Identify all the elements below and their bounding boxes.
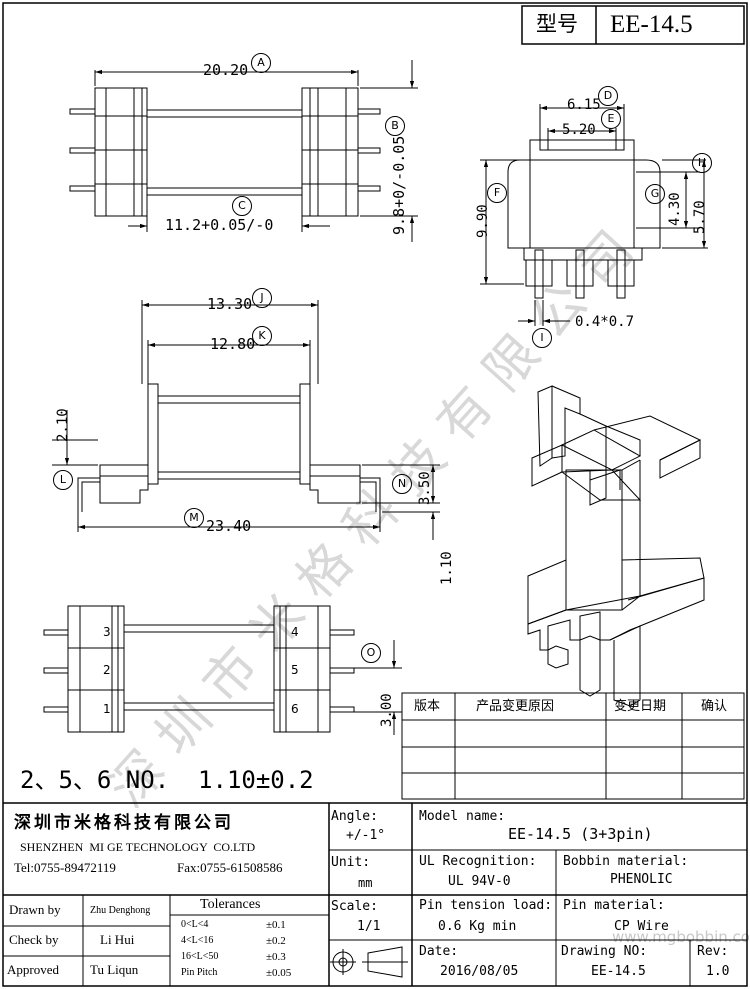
dim-c-value: 11.2+0.05/-0: [165, 216, 274, 234]
letter-k-marker: K: [252, 326, 272, 346]
end-view: [480, 104, 708, 326]
scale-value: 1/1: [357, 919, 381, 934]
top-view: [69, 60, 418, 242]
tolerances-title: Tolerances: [200, 897, 261, 912]
tol-range-4: Pin Pitch: [181, 967, 218, 978]
tol-value-3: ±0.3: [266, 951, 286, 963]
model-label: Model name:: [419, 809, 506, 824]
dim-d-value: 6.15: [567, 97, 601, 113]
letter-j-marker: J: [252, 288, 272, 308]
dim-l-value: 2.10: [55, 408, 71, 442]
letter-n-marker: N: [392, 474, 412, 494]
dim-m-value: 23.40: [206, 517, 252, 535]
dim-g-value: 4.30: [667, 192, 683, 226]
angle-label: Angle:: [331, 809, 378, 824]
letter-e-marker: E: [601, 109, 621, 129]
tol-value-1: ±0.1: [266, 919, 286, 931]
letter-b-marker: B: [385, 116, 405, 136]
type-value: EE-14.5: [610, 11, 693, 38]
pin-tension-value: 0.6 Kg min: [438, 919, 517, 934]
dim-o-value: 3.00: [379, 693, 395, 727]
url-watermark: www.mgbobbin.com: [612, 928, 750, 946]
dim-f-value: 9.90: [475, 204, 491, 238]
drawn-by-label: Drawn by: [9, 902, 61, 917]
side-view: [52, 300, 440, 540]
tol-value-2: ±0.2: [266, 935, 286, 947]
rev-label: Rev:: [697, 944, 729, 959]
dim-k-value: 12.80: [210, 335, 256, 353]
unit-value: mm: [358, 876, 373, 890]
pin-2-label: 2: [103, 663, 111, 677]
date-value: 2016/08/05: [440, 964, 519, 979]
rev-header-reason: 产品变更原因: [476, 699, 555, 714]
approved-label: Approved: [7, 962, 59, 977]
check-by-value: Li Hui: [100, 932, 135, 947]
bottom-view: [43, 605, 402, 735]
dim-a-value: 20.20: [203, 61, 249, 79]
pin-tension-label: Pin tension load:: [419, 898, 553, 913]
letter-g-marker: G: [645, 184, 665, 204]
dim-n-value: 3.50: [417, 471, 433, 505]
tol-value-4: ±0.05: [266, 967, 292, 979]
ul-value: UL 94V-0: [448, 874, 511, 889]
dim-e-value: 5.20: [562, 122, 596, 138]
drawn-by-value: Zhu Denghong: [90, 905, 151, 916]
letter-m-marker: M: [184, 508, 204, 528]
rev-header-date: 变更日期: [614, 699, 667, 714]
letter-f-marker: F: [487, 183, 507, 203]
company-name-en: SHENZHEN MI GE TECHNOLOGY CO.LTD: [20, 840, 256, 854]
dim-h-value: 5.70: [692, 200, 708, 234]
isometric-view: [527, 385, 705, 707]
unit-label: Unit:: [331, 855, 371, 870]
tol-range-1: 0<L<4: [181, 919, 209, 930]
tol-range-2: 4<L<16: [181, 935, 214, 946]
pin-note: 2、5、6 NO. 1.10±0.2: [20, 766, 314, 794]
company-name-cn: 深圳市米格科技有限公司: [14, 813, 234, 833]
bobbin-label: Bobbin material:: [563, 854, 689, 869]
approved-value: Tu Liqun: [90, 962, 139, 977]
check-by-label: Check by: [9, 932, 59, 947]
rev-header-version: 版本: [414, 699, 441, 714]
letter-l-marker: L: [53, 470, 73, 490]
letter-o-marker: O: [361, 643, 381, 663]
tol-range-3: 16<L<50: [181, 951, 219, 962]
angle-value: +/-1°: [346, 828, 386, 843]
pin-material-value: CP Wire: [614, 919, 669, 934]
scale-label: Scale:: [331, 899, 378, 914]
rev-value: 1.0: [706, 964, 730, 979]
company-fax: Fax:0755-61508586: [177, 860, 283, 875]
pin-material-label: Pin material:: [563, 898, 665, 913]
drawing-no-value: EE-14.5: [591, 964, 646, 979]
pin-3-label: 3: [103, 625, 111, 639]
dim-n2-value: 1.10: [439, 551, 455, 585]
pin-1-label: 1: [103, 702, 111, 716]
type-label: 型号: [536, 12, 578, 36]
dim-b-value: 9.8+0/-0.05: [390, 135, 408, 235]
letter-c-marker: C: [232, 196, 252, 216]
letter-a-marker: A: [251, 53, 271, 73]
rev-header-confirm: 确认: [701, 699, 728, 714]
letter-i-marker: I: [532, 328, 552, 348]
date-label: Date:: [419, 944, 459, 959]
drawing-no-label: Drawing NO:: [561, 944, 648, 959]
pin-6-label: 6: [291, 702, 299, 716]
bobbin-value: PHENOLIC: [610, 872, 673, 887]
letter-h-marker: H: [692, 153, 712, 173]
letter-d-marker: D: [598, 86, 618, 106]
pin-4-label: 4: [291, 625, 299, 639]
dim-j-value: 13.30: [207, 295, 253, 313]
dim-i-value: 0.4*0.7: [575, 314, 635, 330]
ul-label: UL Recognition:: [419, 854, 537, 869]
model-value: EE-14.5 (3+3pin): [508, 825, 653, 843]
company-tel: Tel:0755-89472119: [14, 860, 116, 875]
pin-5-label: 5: [291, 663, 299, 677]
